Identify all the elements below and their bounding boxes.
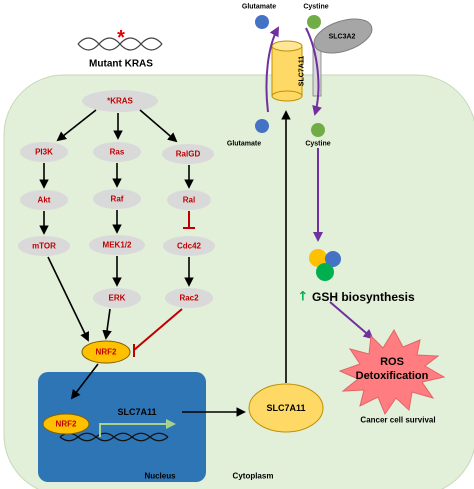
slc3a2-label: SLC3A2 — [329, 34, 356, 41]
gsh-up-arrow-icon: ↑ — [298, 290, 309, 305]
node-ralgd-label: RalGD — [176, 150, 201, 159]
cystine-import-arrow — [305, 27, 322, 116]
node-nrf2-nucleus-label: NRF2 — [56, 420, 77, 429]
arrow-kras-pi3k — [56, 109, 97, 142]
cancer-survival-label: Cancer cell survival — [360, 416, 435, 425]
node-mtor: mTOR — [18, 236, 70, 256]
ros-label-line2: Detoxification — [356, 370, 429, 382]
cystine-out-label: Cystine — [303, 4, 328, 11]
inhibition-arrows — [133, 211, 195, 357]
node-raf: Raf — [93, 189, 141, 209]
node-erk-label: ERK — [109, 294, 126, 303]
node-ralgd: RalGD — [162, 144, 214, 164]
mutant-kras-title: Mutant KRAS — [89, 59, 153, 70]
glutamate-molecule-in — [255, 119, 269, 133]
transport-arrows — [265, 26, 374, 340]
node-ral-label: Ral — [183, 196, 195, 205]
arrow-erk-nrf2 — [102, 308, 112, 340]
glutamate-export-arrow — [265, 26, 279, 113]
glutamate-molecule-out — [255, 15, 269, 29]
node-ral: Ral — [167, 190, 211, 210]
arrow-nrf2-nucleus — [70, 363, 99, 400]
nucleus-label: Nucleus — [144, 472, 176, 481]
node-mek-label: MEK1/2 — [103, 241, 132, 250]
cystine-molecule-in — [311, 123, 325, 137]
slc7a11-protein-label: SLC7A11 — [266, 403, 305, 413]
node-akt-label: Akt — [38, 196, 51, 205]
node-ras-label: Ras — [110, 148, 125, 157]
slc7a11-transporter: SLC7A11 — [271, 40, 306, 102]
node-kras: *KRAS — [82, 90, 158, 112]
cystine-molecule-out — [307, 15, 321, 29]
node-nrf2: NRF2 — [81, 340, 131, 364]
activation-arrows — [39, 109, 291, 417]
node-nrf2-nucleus: NRF2 — [42, 413, 90, 435]
node-rac2-label: Rac2 — [179, 294, 199, 303]
arrow-kras-ralgd — [139, 109, 178, 143]
dna-helix-icon — [77, 37, 163, 51]
inhibit-rac2-nrf2 — [133, 308, 183, 351]
dna-strand-icon — [59, 432, 169, 442]
gsh-biosynthesis-label: GSH biosynthesis — [312, 290, 415, 304]
slc7a11-protein: SLC7A11 — [248, 383, 324, 433]
mutation-star: * — [117, 27, 125, 49]
node-rac2: Rac2 — [165, 288, 213, 308]
nucleus-gene-label: SLC7A11 — [117, 407, 156, 417]
node-nrf2-label: NRF2 — [96, 348, 117, 357]
node-ras: Ras — [93, 142, 141, 162]
ros-label-line1: ROS — [380, 356, 404, 368]
slc7a11-transporter-label: SLC7A11 — [299, 56, 306, 86]
node-mtor-label: mTOR — [32, 242, 56, 251]
node-cdc42-label: Cdc42 — [177, 242, 202, 251]
glutamate-in-label: Glutamate — [227, 141, 261, 148]
node-mek: MEK1/2 — [89, 235, 145, 255]
glutamate-out-label: Glutamate — [242, 4, 276, 11]
ros-burst-shape — [338, 328, 446, 416]
cystine-in-label: Cystine — [305, 141, 330, 148]
node-pi3k-label: PI3K — [35, 148, 53, 157]
gsh-molecules-icon — [309, 249, 341, 281]
gene-transcription-arrow — [99, 419, 176, 437]
node-cdc42: Cdc42 — [163, 236, 215, 256]
node-erk: ERK — [93, 288, 141, 308]
cytoplasm-label: Cytoplasm — [233, 472, 274, 481]
node-pi3k: PI3K — [20, 142, 68, 162]
node-raf-label: Raf — [111, 195, 124, 204]
node-kras-label: *KRAS — [107, 97, 133, 106]
gsh-to-ros-arrow — [329, 301, 374, 340]
arrow-mtor-nrf2 — [47, 256, 89, 342]
node-akt: Akt — [20, 190, 68, 210]
